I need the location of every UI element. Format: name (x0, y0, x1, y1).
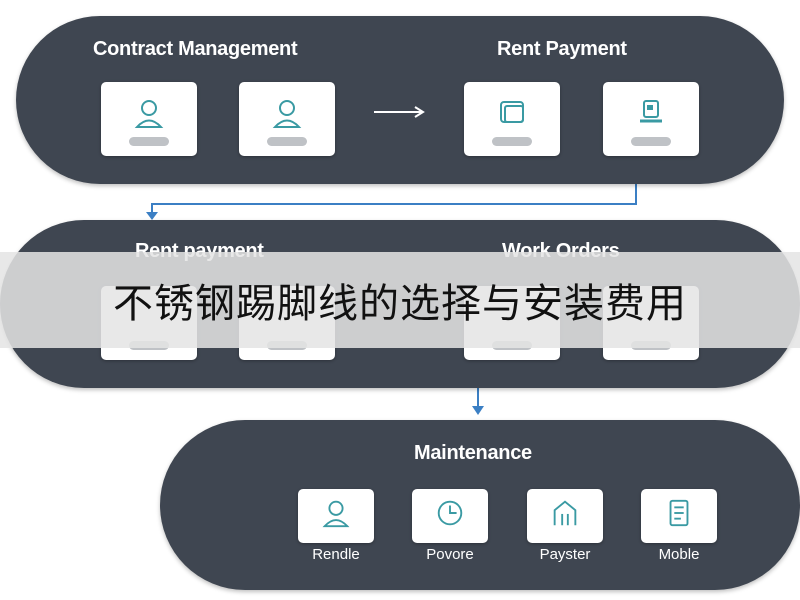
contract-card-2[interactable] (239, 82, 335, 156)
card-placeholder-bar (631, 137, 671, 146)
rent-payment-title: Rent Payment (497, 38, 627, 60)
middle-to-bottom-arrowhead (472, 406, 484, 415)
card-placeholder-bar (267, 137, 307, 146)
contract-card-1[interactable] (101, 82, 197, 156)
checklist-icon (669, 499, 689, 527)
card-placeholder-bar (129, 137, 169, 146)
right-arrow-icon (374, 106, 425, 118)
user-icon (322, 500, 350, 528)
clock-icon (437, 500, 463, 526)
rent-card-2[interactable] (603, 82, 699, 156)
maintenance-card-3[interactable] (527, 489, 603, 543)
caption-banner: 不锈钢踢脚线的选择与安装费用 (0, 252, 800, 348)
maintenance-title: Maintenance (414, 442, 532, 464)
caption-text: 不锈钢踢脚线的选择与安装费用 (113, 281, 687, 327)
printer-icon (640, 100, 662, 123)
maintenance-card-1[interactable] (298, 489, 374, 543)
maintenance-label-payster: Payster (539, 546, 591, 563)
maintenance-card-4[interactable] (641, 489, 717, 543)
maintenance-card-2[interactable] (412, 489, 488, 543)
maintenance-label-rendle: Rendle (312, 546, 360, 563)
top-to-middle-connector (151, 184, 637, 218)
document-icon (500, 101, 524, 123)
maintenance-label-moble: Moble (658, 546, 700, 563)
top-to-middle-arrowhead (146, 212, 158, 220)
user-icon (134, 100, 164, 128)
rent-card-1[interactable] (464, 82, 560, 156)
contract-management-title: Contract Management (93, 38, 298, 60)
card-placeholder-bar (492, 137, 532, 146)
user-icon (272, 100, 302, 128)
house-icon (553, 500, 577, 526)
maintenance-label-povore: Povore (426, 546, 474, 563)
